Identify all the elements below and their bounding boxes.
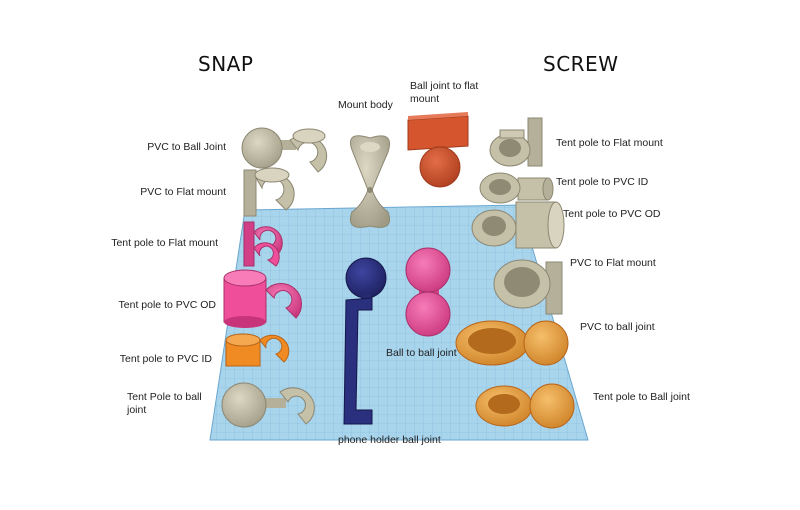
snap-pvc-to-ball-joint-label: PVC to Ball Joint bbox=[147, 141, 226, 153]
screw-tent-pole-to-pvc-od-label: Tent pole to PVC OD bbox=[563, 208, 661, 220]
phone-holder-ball-joint-label: phone holder ball joint bbox=[338, 434, 441, 446]
screw-tent-pole-to-flat-mount-label: Tent pole to Flat mount bbox=[556, 137, 663, 149]
snap-pvc-to-flat-mount-label: PVC to Flat mount bbox=[140, 186, 226, 198]
screw-tent-pole-to-flat-mount-part-icon bbox=[489, 117, 543, 167]
ball-to-ball-joint-part-icon bbox=[405, 247, 451, 337]
snap-tent-pole-to-ball-joint-part-icon bbox=[221, 382, 315, 428]
screw-pvc-to-flat-mount-label: PVC to Flat mount bbox=[570, 257, 656, 269]
screw-tent-pole-to-ball-joint-label: Tent pole to Ball joint bbox=[593, 391, 690, 403]
snap-pvc-to-ball-joint-part-icon bbox=[241, 127, 328, 173]
screw-tent-pole-to-pvc-id-label: Tent pole to PVC ID bbox=[556, 176, 649, 188]
snap-tent-pole-to-pvc-od-part-icon bbox=[223, 269, 302, 328]
mount-body-part-icon bbox=[350, 135, 390, 228]
ball-joint-to-flat-mount-label: Ball joint to flat mount bbox=[410, 80, 479, 105]
ball-joint-to-flat-mount-part-icon bbox=[407, 112, 469, 188]
snap-tent-pole-to-flat-mount-part-icon bbox=[243, 221, 283, 267]
snap-pvc-to-flat-mount-part-icon bbox=[243, 167, 295, 217]
screw-tent-pole-to-pvc-id-part-icon bbox=[479, 172, 554, 204]
screw-heading: SCREW bbox=[543, 52, 619, 76]
phone-holder-ball-joint-part-icon bbox=[343, 257, 387, 425]
screw-tent-pole-to-ball-joint-part-icon bbox=[475, 383, 575, 429]
snap-tent-pole-to-flat-mount-label: Tent pole to Flat mount bbox=[111, 237, 218, 249]
mount-body-label: Mount body bbox=[338, 99, 393, 111]
screw-tent-pole-to-pvc-od-part-icon bbox=[471, 201, 565, 249]
snap-tent-pole-to-pvc-od-label: Tent pole to PVC OD bbox=[118, 299, 216, 311]
screw-pvc-to-ball-joint-part-icon bbox=[455, 320, 569, 366]
screw-pvc-to-flat-mount-part-icon bbox=[493, 259, 563, 315]
ball-to-ball-joint-label: Ball to ball joint bbox=[386, 347, 457, 359]
snap-tent-pole-to-pvc-id-label: Tent pole to PVC ID bbox=[119, 353, 212, 365]
snap-heading: SNAP bbox=[198, 52, 254, 76]
snap-tent-pole-to-ball-joint-label: Tent Pole to ball joint bbox=[127, 391, 202, 416]
screw-pvc-to-ball-joint-label: PVC to ball joint bbox=[580, 321, 655, 333]
grid-plate-icon bbox=[209, 204, 589, 441]
snap-tent-pole-to-pvc-id-part-icon bbox=[225, 333, 290, 367]
